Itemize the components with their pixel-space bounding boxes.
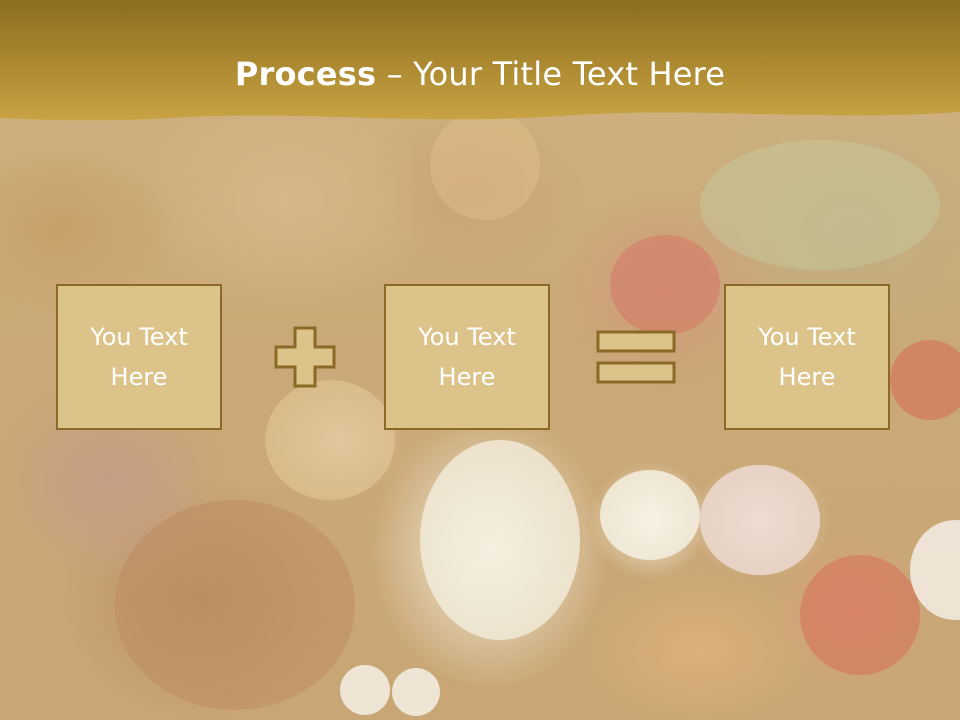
bagel-shape bbox=[265, 380, 395, 500]
process-box-3: You Text Here bbox=[724, 284, 890, 430]
milk-jug-shape bbox=[420, 440, 580, 640]
slide-title-rest: – Your Title Text Here bbox=[376, 55, 726, 93]
egg-shape bbox=[392, 668, 440, 716]
slide-title: Process – Your Title Text Here bbox=[0, 55, 960, 93]
equals-icon bbox=[596, 330, 676, 384]
bagel-shape bbox=[430, 110, 540, 220]
ham-shape bbox=[115, 500, 355, 710]
yogurt-bowl-shape bbox=[700, 465, 820, 575]
cheese-wheel-shape bbox=[800, 555, 920, 675]
lettuce-shape bbox=[700, 140, 940, 270]
slide-title-bold: Process bbox=[234, 55, 377, 93]
milk-glass-shape bbox=[600, 470, 700, 560]
tomato-shape bbox=[610, 235, 720, 335]
header-band bbox=[0, 0, 960, 121]
process-box-2: You Text Here bbox=[384, 284, 550, 430]
plus-icon bbox=[274, 326, 336, 388]
process-box-1: You Text Here bbox=[56, 284, 222, 430]
egg-shape bbox=[340, 665, 390, 715]
pepper-shape bbox=[890, 340, 960, 420]
